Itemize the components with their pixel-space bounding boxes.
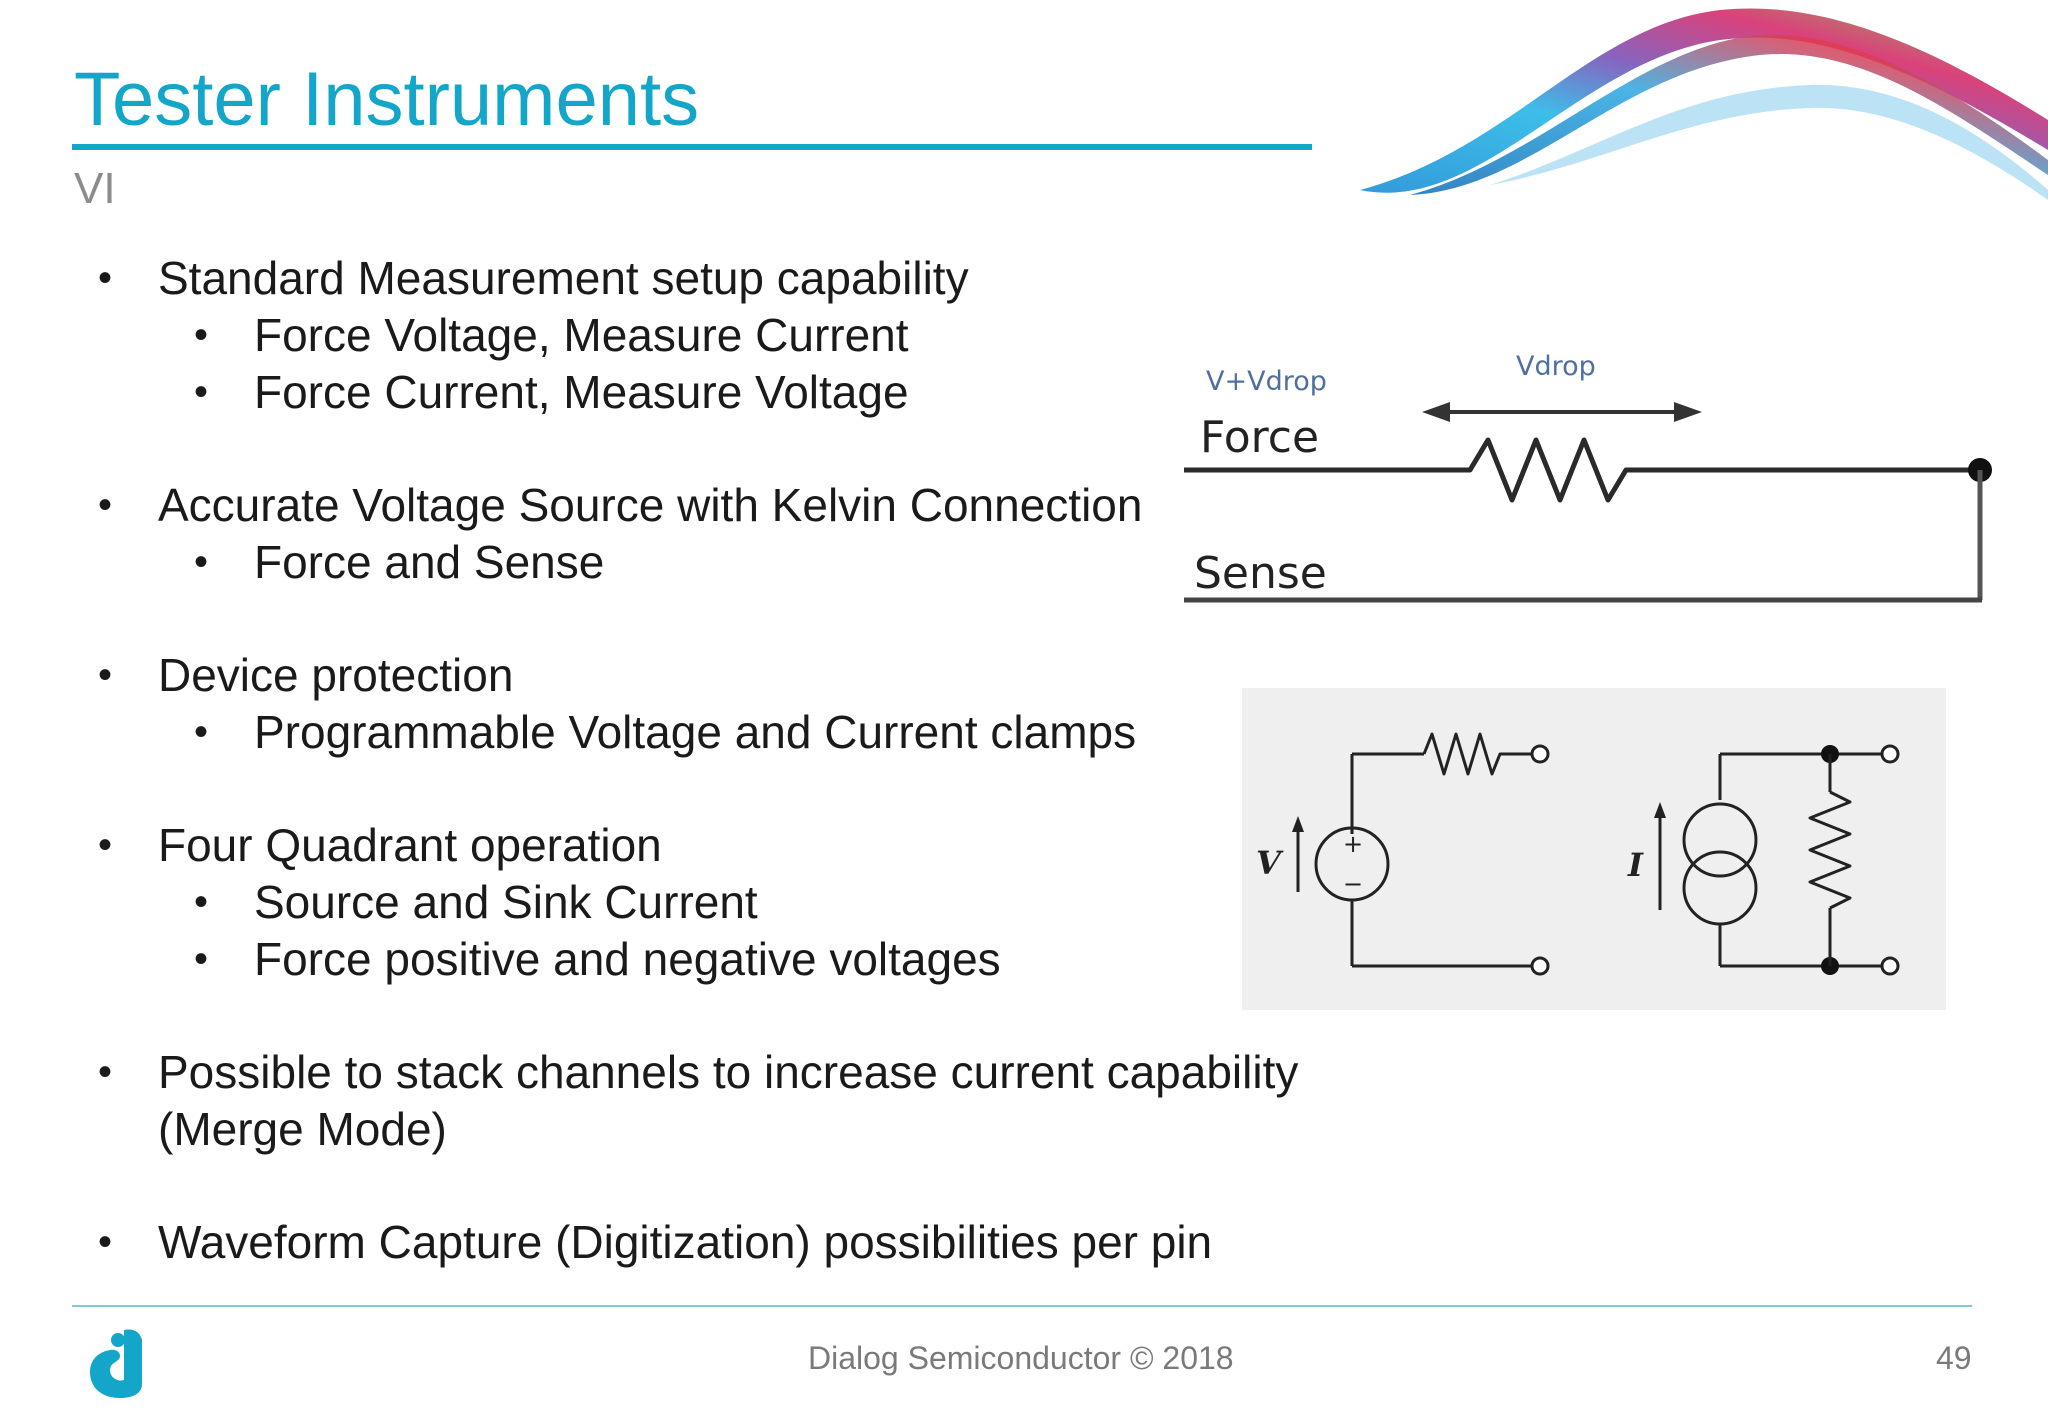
footer-divider (72, 1305, 1972, 1307)
page-number: 49 (1936, 1340, 1972, 1376)
sub-bullet-item: Force Voltage, Measure Current (254, 309, 909, 361)
bullet-continuation: (Merge Mode) (158, 1103, 447, 1155)
sub-bullet-item: Source and Sink Current (254, 876, 758, 928)
bullet-glyph: • (194, 370, 209, 414)
sub-bullet-item: Programmable Voltage and Current clamps (254, 706, 1137, 758)
bullet-glyph: • (98, 823, 113, 867)
bullet-list: • Standard Measurement setup capability … (98, 252, 1299, 1268)
bullet-glyph: • (194, 313, 209, 357)
terminal-bottom-left (1530, 956, 1550, 976)
sub-bullet-item: Force Current, Measure Voltage (254, 366, 909, 418)
bullet-item: Device protection (158, 649, 514, 701)
bullet-item: Possible to stack channels to increase c… (158, 1046, 1299, 1098)
v-plus-vdrop-label: V+Vdrop (1206, 366, 1327, 397)
plus-sign: + (1343, 830, 1363, 858)
bullet-glyph: • (194, 710, 209, 754)
voltage-label: V (1256, 844, 1284, 882)
bullet-glyph: • (98, 1050, 113, 1094)
bullet-item: Four Quadrant operation (158, 819, 662, 871)
sense-label: Sense (1194, 548, 1327, 599)
footer-company: Dialog Semiconductor © 2018 (808, 1340, 1234, 1376)
bullet-item: Standard Measurement setup capability (158, 252, 969, 304)
title-underline (72, 144, 1312, 150)
slide-subtitle: VI (74, 164, 116, 213)
arrow-head-left (1422, 402, 1450, 422)
bullet-item: Accurate Voltage Source with Kelvin Conn… (158, 479, 1143, 531)
current-label: I (1627, 846, 1644, 884)
terminal-top-left (1530, 744, 1550, 764)
decorative-swoosh (1360, 8, 2048, 200)
shunt-resistor (1808, 790, 1852, 910)
slide-title: Tester Instruments (74, 57, 700, 142)
bullet-glyph: • (98, 1220, 113, 1264)
bullet-glyph: • (98, 256, 113, 300)
current-source-circle-bottom (1682, 850, 1758, 926)
sub-bullet-item: Force and Sense (254, 536, 605, 588)
current-source-circle-top (1682, 802, 1758, 878)
bullet-glyph: • (194, 540, 209, 584)
source-equivalent-diagram: + − V I (1242, 688, 1946, 1010)
bullet-glyph: • (194, 937, 209, 981)
vdrop-label: Vdrop (1516, 351, 1596, 382)
sub-bullet-item: Force positive and negative voltages (254, 933, 1001, 985)
bullet-glyph: • (98, 653, 113, 697)
dialog-logo-icon (90, 1329, 142, 1398)
bullet-glyph: • (194, 880, 209, 924)
force-label: Force (1200, 412, 1319, 463)
terminal-top-right (1880, 744, 1900, 764)
terminal-bottom-right (1880, 956, 1900, 976)
series-resistor (1422, 732, 1532, 776)
kelvin-connection-diagram: V+Vdrop Vdrop Force Sense (1184, 351, 1992, 603)
arrow-head-right (1674, 402, 1702, 422)
force-line-with-resistor (1184, 437, 1980, 503)
minus-sign: − (1343, 870, 1363, 898)
bullet-item: Waveform Capture (Digitization) possibil… (158, 1216, 1213, 1268)
bullet-glyph: • (98, 483, 113, 527)
